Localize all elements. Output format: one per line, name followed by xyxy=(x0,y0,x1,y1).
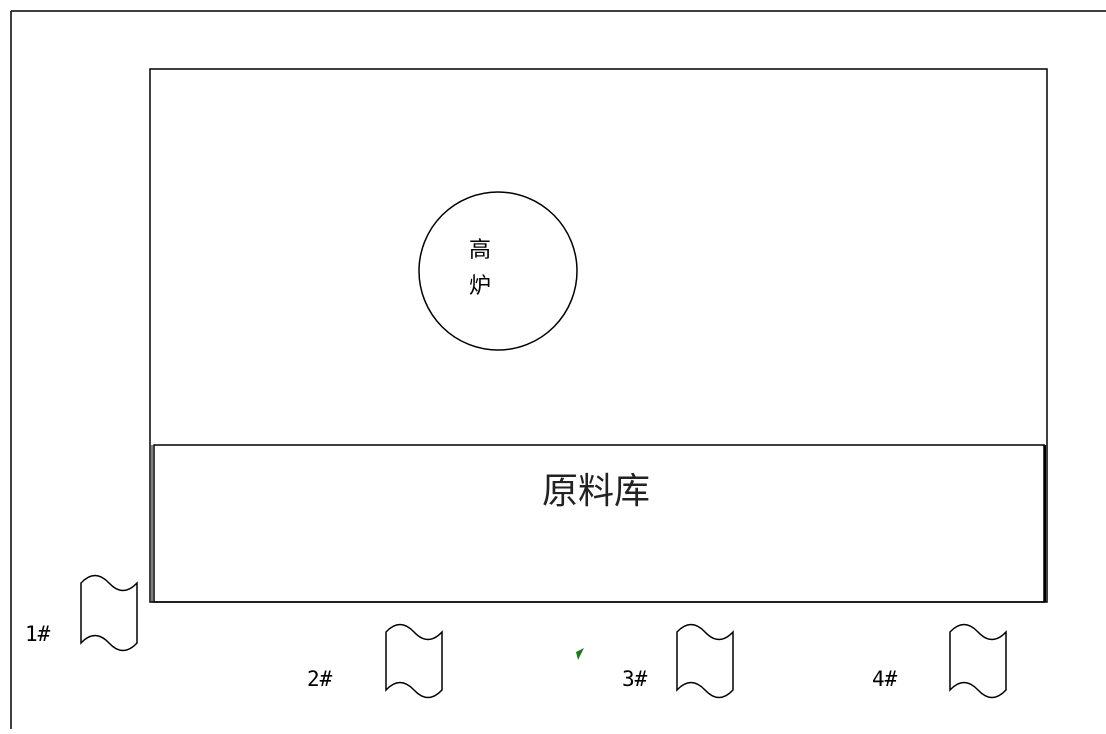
plant-area xyxy=(149,68,1048,603)
blast-furnace xyxy=(418,191,578,351)
warehouse-label: 原料库 xyxy=(542,471,650,512)
silo-4-icon xyxy=(949,623,1007,699)
silo-4-label: 4# xyxy=(872,667,898,691)
silo-2-icon xyxy=(385,623,443,699)
silo-2-label: 2# xyxy=(307,667,333,691)
silo-1-icon xyxy=(80,574,138,652)
warehouse-box xyxy=(153,444,1045,603)
silo-3-icon xyxy=(676,623,734,699)
silo-3-label: 3# xyxy=(622,667,648,691)
silo-1-label: 1# xyxy=(25,622,51,646)
green-marker-icon xyxy=(576,648,584,660)
furnace-label-line1: 高 xyxy=(469,238,491,263)
furnace-label-line2: 炉 xyxy=(469,274,491,299)
